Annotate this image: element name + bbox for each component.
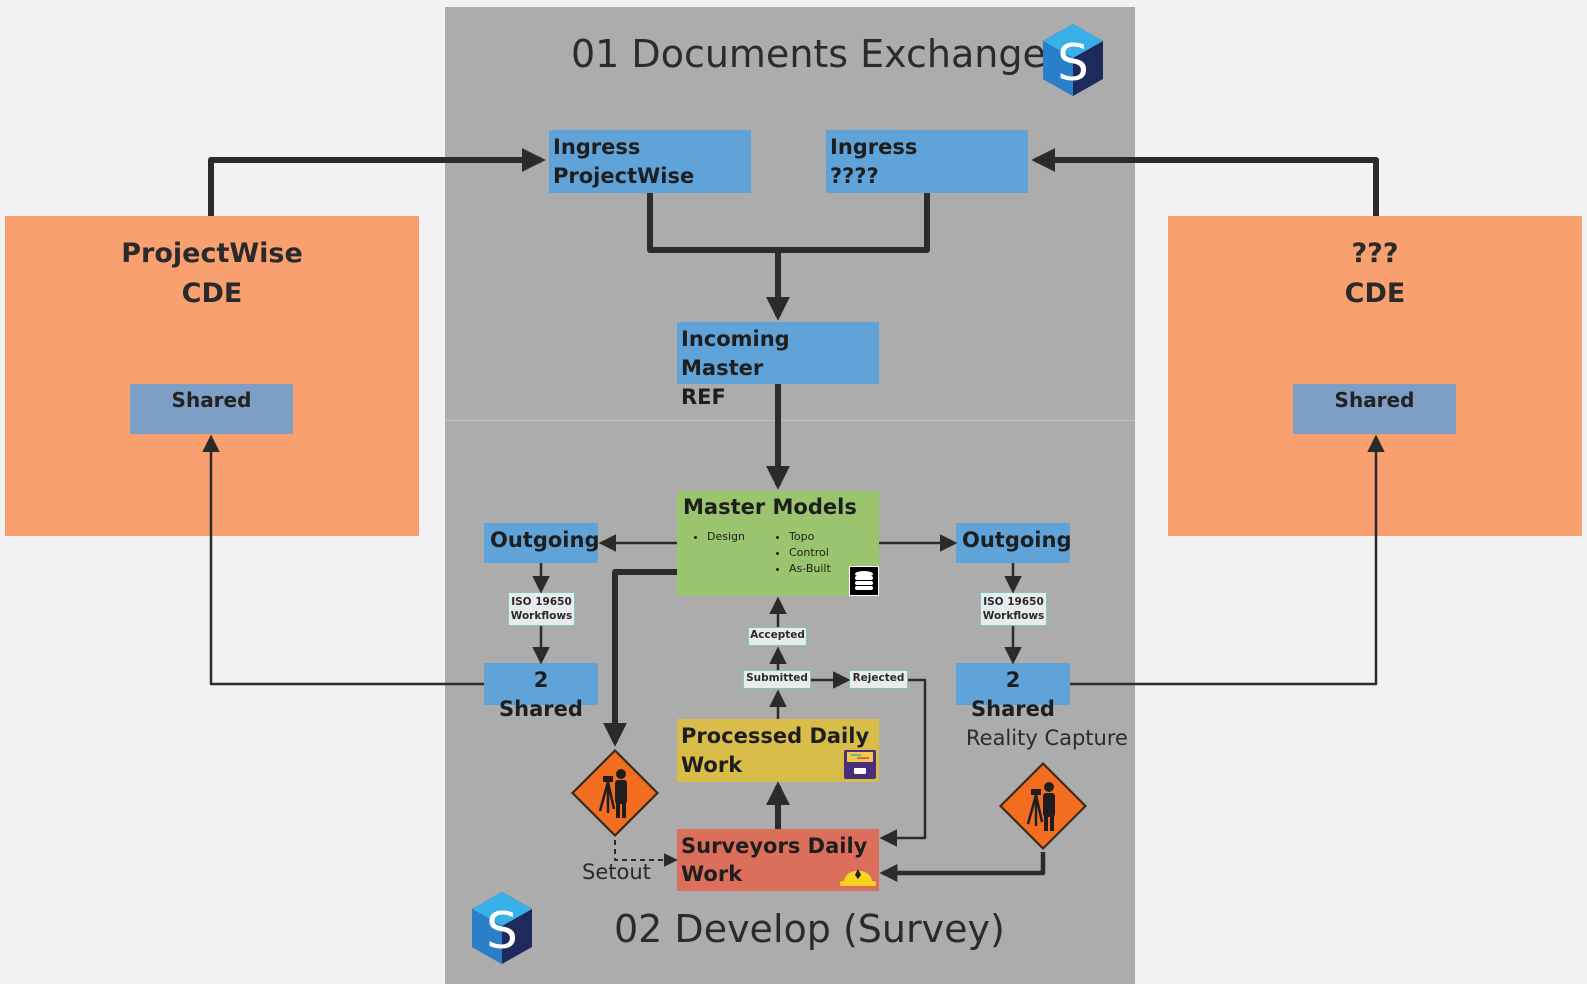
cde-right-line2: CDE xyxy=(1344,278,1406,309)
cde-left-line1: ProjectWise xyxy=(121,238,303,269)
arrow-unknown-to-ingress xyxy=(1031,148,1379,216)
master-models-list-survey: Topo Control As-Built xyxy=(777,529,831,577)
accepted-tag: Accepted xyxy=(748,627,807,646)
section-divider xyxy=(445,420,1135,421)
arrow-master-to-setout xyxy=(603,569,677,747)
panel-title-bottom: 02 Develop (Survey) xyxy=(614,907,1005,951)
rejected-tag: Rejected xyxy=(849,670,908,689)
panel-title-top: 01 Documents Exchange xyxy=(571,32,1046,76)
arrow-projectwise-to-ingress xyxy=(208,148,546,216)
shared2-right: 2 Shared xyxy=(956,663,1070,721)
database-icon xyxy=(849,566,879,596)
master-models-title: Master Models xyxy=(683,495,857,519)
submitted-tag: Submitted xyxy=(743,670,811,689)
incoming-master-ref: Incoming Master REF xyxy=(677,322,879,409)
outgoing-left: Outgoing xyxy=(484,523,599,563)
outgoing-right: Outgoing xyxy=(956,523,1071,563)
cde-left-line2: CDE xyxy=(181,278,243,309)
setout-label: Setout xyxy=(582,860,651,884)
iso-workflows-left: ISO 19650 Workflows xyxy=(508,592,575,626)
s-cube-logo-icon: S xyxy=(1043,24,1103,96)
ingress-unknown: Ingress ???? xyxy=(826,130,1028,193)
arrow-reality-to-surveyors xyxy=(879,852,1046,882)
arrow-setout-to-surveyors xyxy=(614,840,678,867)
iso-workflows-right: ISO 19650 Workflows xyxy=(980,592,1047,626)
shared-left: Shared xyxy=(130,384,293,434)
surveyor-warning-sign-icon xyxy=(571,749,659,837)
shared-right: Shared xyxy=(1293,384,1456,434)
s-cube-logo-icon: S xyxy=(472,892,532,964)
svg-text:S: S xyxy=(486,902,518,960)
arrow-shared2-left-to-cde xyxy=(202,434,484,686)
hard-hat-icon xyxy=(840,869,876,886)
ingress-projectwise: Ingress ProjectWise xyxy=(549,130,751,193)
master-models-list-design: Design xyxy=(695,529,745,545)
shared2-left: 2 Shared xyxy=(484,663,598,721)
reality-capture-label: Reality Capture xyxy=(966,726,1128,750)
master-models: Master Models Design Topo Control As-Bui… xyxy=(677,491,879,596)
svg-text:S: S xyxy=(1057,34,1089,92)
arrow-rejected-to-surveyors xyxy=(879,678,927,847)
arrow-shared2-right-to-cde xyxy=(1070,434,1385,686)
archive-box-icon xyxy=(844,750,876,779)
surveyor-warning-sign-icon xyxy=(999,762,1087,850)
cde-right-line1: ??? xyxy=(1351,238,1399,269)
line-ingress-left-down xyxy=(647,193,930,253)
